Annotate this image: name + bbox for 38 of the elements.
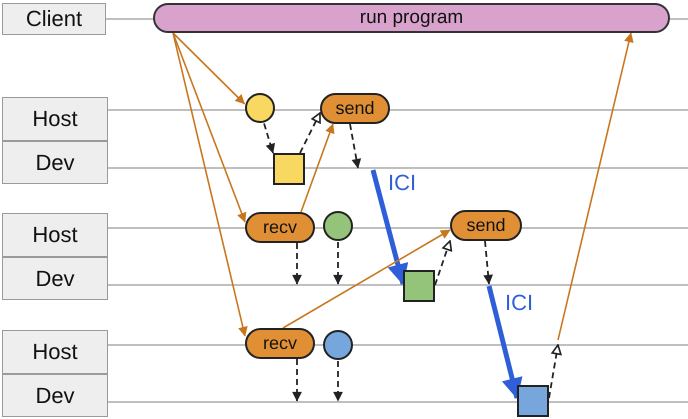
dashed-arrow — [333, 242, 343, 284]
dashed-arrow — [292, 243, 302, 284]
arrow — [370, 169, 408, 285]
process-bar: run program — [153, 3, 670, 33]
event-square — [517, 385, 549, 417]
lane-label: Host — [2, 213, 108, 257]
arrow — [172, 32, 246, 104]
operation-pill: recv — [245, 328, 315, 359]
event-circle — [245, 93, 275, 123]
operation-pill: send — [450, 210, 522, 241]
lane-label: Dev — [2, 374, 108, 417]
event-circle — [323, 330, 353, 360]
arrow — [557, 32, 634, 340]
event-square — [403, 270, 435, 302]
lane-label: Dev — [2, 141, 108, 184]
operation-pill: recv — [245, 212, 315, 243]
arrow — [300, 124, 334, 212]
lane-label: Client — [2, 3, 106, 35]
arrow — [486, 285, 522, 399]
dashed-arrow — [484, 240, 493, 284]
dashed-arrow — [349, 124, 362, 168]
dashed-arrow — [434, 240, 452, 286]
dashed-arrow — [548, 344, 562, 398]
edge-label: ICI — [388, 170, 416, 196]
dashed-arrow — [299, 112, 321, 154]
dashed-arrow — [292, 359, 302, 402]
arrow — [172, 32, 246, 222]
edge-label: ICI — [505, 290, 534, 316]
lane-label: Host — [2, 330, 108, 374]
event-circle — [323, 211, 353, 241]
event-square — [273, 153, 305, 185]
arrow — [172, 32, 248, 336]
dashed-arrow — [333, 361, 343, 402]
lane-label: Dev — [2, 257, 108, 300]
operation-pill: send — [320, 93, 390, 124]
arrow — [282, 229, 450, 329]
dashed-arrow — [263, 123, 275, 154]
lane-label: Host — [2, 97, 108, 141]
